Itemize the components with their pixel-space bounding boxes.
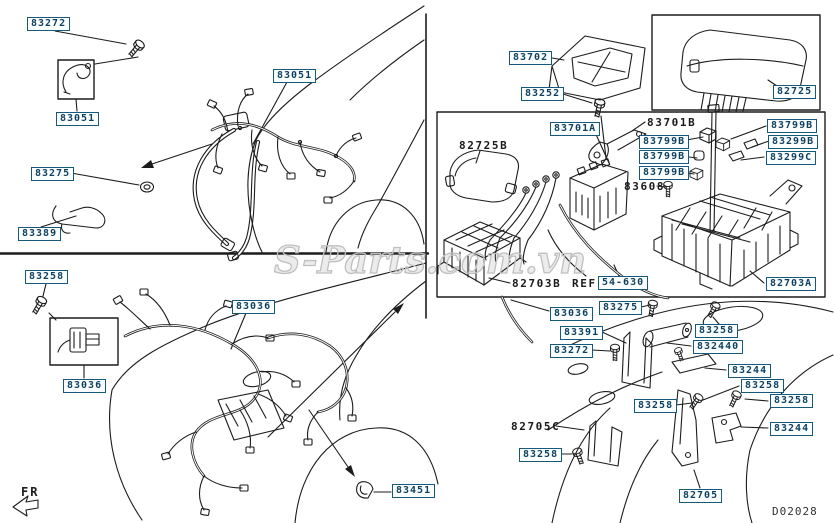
part-label-83258[interactable]: 83258 — [634, 399, 678, 413]
fusebox-82703b-drawing — [437, 221, 527, 286]
clip-83451-drawing — [356, 481, 374, 499]
part-label-83036[interactable]: 83036 — [550, 307, 594, 321]
part-label-83051[interactable]: 83051 — [273, 69, 317, 83]
relay-box-82703a-drawing — [653, 104, 803, 290]
relays-fuses-drawing — [663, 127, 759, 198]
battery-cable-drawing — [192, 111, 261, 262]
part-label-82703a[interactable]: 82703A — [766, 277, 817, 291]
grommet-83275-drawing — [139, 181, 155, 193]
body-panel-outline — [547, 300, 834, 523]
part-label-83272[interactable]: 83272 — [27, 17, 71, 31]
part-label-83272[interactable]: 83272 — [550, 344, 594, 358]
part-label-83244[interactable]: 83244 — [728, 364, 772, 378]
part-label-83608: 83608 — [624, 180, 666, 193]
part-label-82705[interactable]: 82705 — [679, 489, 723, 503]
part-label-82705c: 82705C — [511, 420, 561, 433]
part-label-83258[interactable]: 83258 — [741, 379, 785, 393]
fr-direction-arrow-icon — [12, 495, 39, 517]
part-label-83799b[interactable]: 83799B — [767, 119, 818, 133]
car-rear-quarter-outline — [247, 5, 425, 253]
part-label-83299c[interactable]: 83299C — [766, 151, 817, 165]
front-harness-83036-drawing — [112, 288, 357, 517]
part-label-83391[interactable]: 83391 — [560, 326, 604, 340]
part-label-83451[interactable]: 83451 — [392, 484, 436, 498]
part-label-83299b[interactable]: 83299B — [768, 135, 819, 149]
part-label-83252[interactable]: 83252 — [521, 87, 565, 101]
part-label-83244[interactable]: 83244 — [770, 422, 814, 436]
relay-bracket-83702-drawing — [547, 35, 646, 119]
hose-part-83051-drawing — [62, 37, 147, 95]
cover-82725b-drawing — [444, 149, 520, 203]
part-label-54630[interactable]: 54-630 — [598, 276, 649, 290]
part-label-83701b: 83701B — [647, 116, 697, 129]
part-label-82725b: 82725B — [459, 139, 509, 152]
clamp-83389-drawing — [52, 205, 106, 234]
part-label-83036[interactable]: 83036 — [63, 379, 107, 393]
part-label-83258[interactable]: 83258 — [695, 324, 739, 338]
part-label-83799b[interactable]: 83799B — [639, 135, 690, 149]
part-label-83799b[interactable]: 83799B — [639, 150, 690, 164]
car-front-outline — [109, 262, 439, 523]
part-label-83275[interactable]: 83275 — [31, 167, 75, 181]
part-label-83258[interactable]: 83258 — [25, 270, 69, 284]
part-label-83701a[interactable]: 83701A — [550, 122, 601, 136]
part-label-83258[interactable]: 83258 — [519, 448, 563, 462]
section-dividers — [0, 13, 430, 319]
fusible-link-block-drawing — [569, 158, 629, 231]
part-label-82725[interactable]: 82725 — [773, 85, 817, 99]
inset-frames — [49, 14, 826, 366]
connector-83036-detail-drawing — [29, 294, 100, 353]
engine-harness-83051-drawing — [206, 87, 363, 204]
orientation-fr-label: FR — [21, 485, 40, 499]
part-label-83036[interactable]: 83036 — [232, 300, 276, 314]
part-label-83799b[interactable]: 83799B — [639, 166, 690, 180]
diagram-code: D02028 — [772, 505, 818, 518]
fusebox-cover-82725-drawing — [680, 29, 807, 113]
location-arrows — [141, 143, 404, 477]
leader-lines — [40, 30, 781, 493]
mounting-brackets-drawing — [571, 299, 743, 467]
part-label-83258[interactable]: 83258 — [770, 394, 814, 408]
part-label-ref: REF. — [572, 277, 605, 290]
part-label-83702[interactable]: 83702 — [509, 51, 553, 65]
part-label-832440[interactable]: 832440 — [693, 340, 744, 354]
part-label-83275[interactable]: 83275 — [599, 301, 643, 315]
part-label-82703b: 82703B — [512, 277, 562, 290]
part-label-83051[interactable]: 83051 — [56, 112, 100, 126]
part-label-83389[interactable]: 83389 — [18, 227, 62, 241]
